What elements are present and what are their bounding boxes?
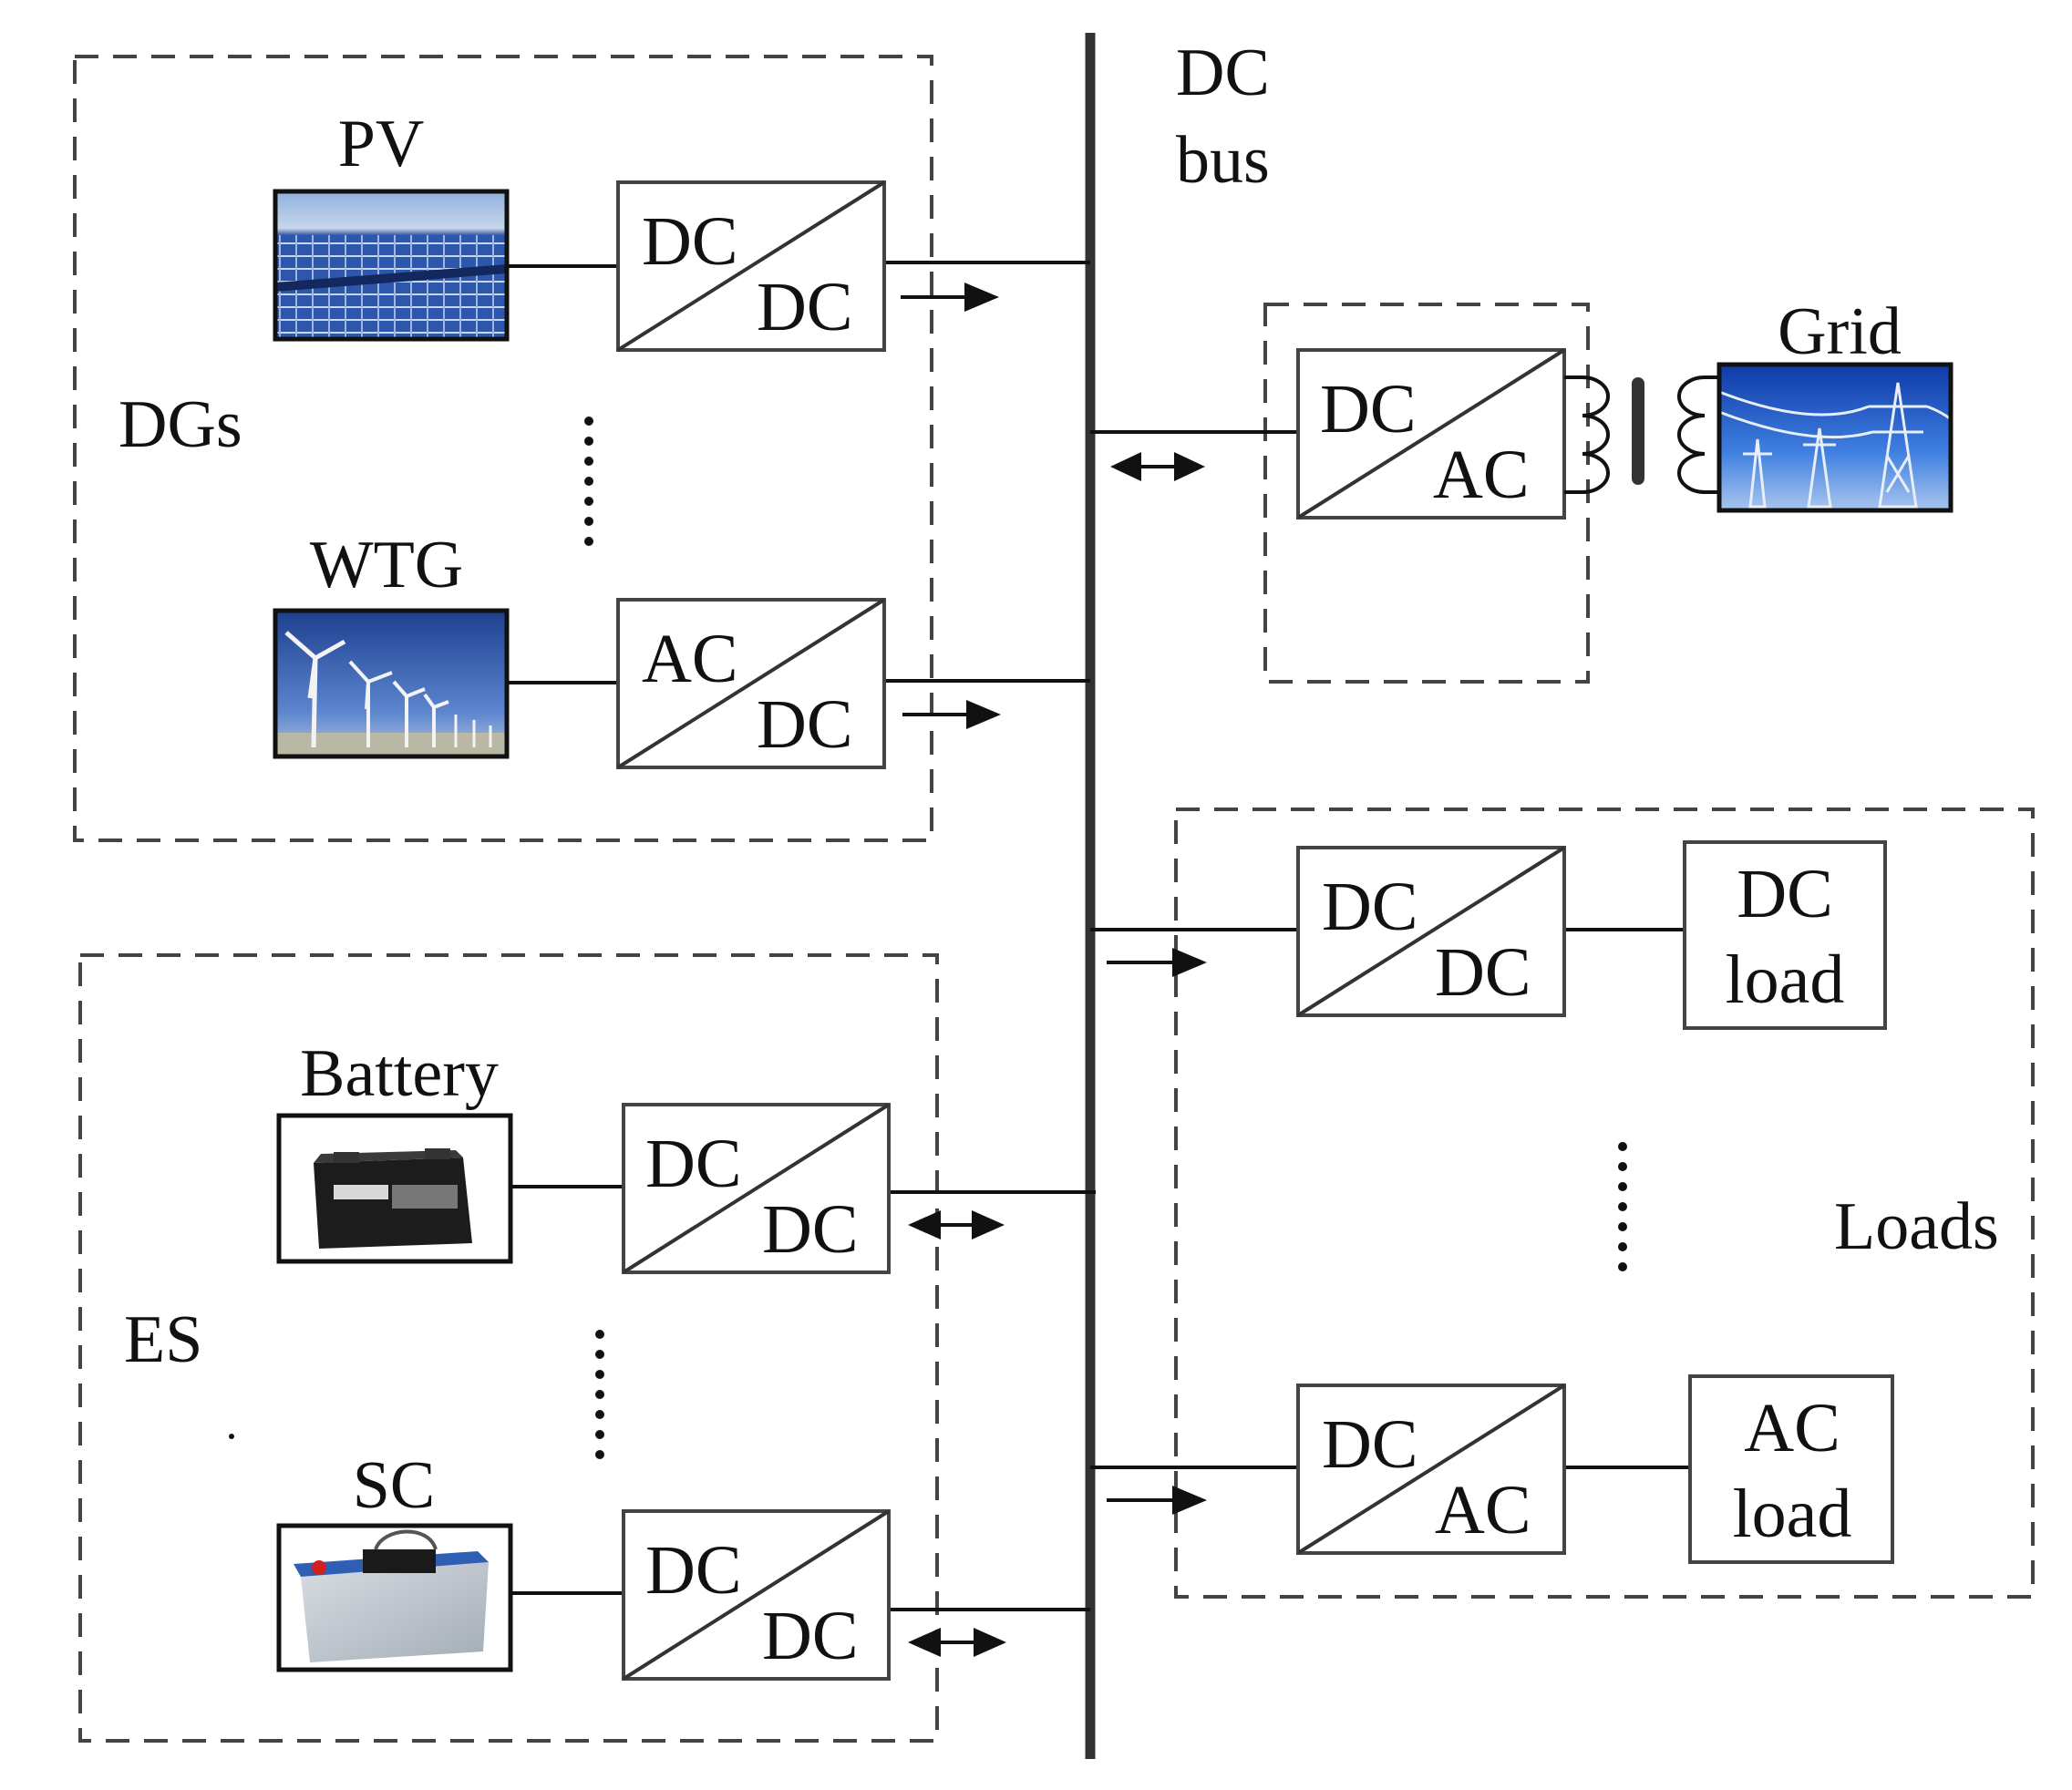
dc-load-converter-bottom: DC: [1435, 934, 1531, 1011]
dc-load-box: DC load: [1683, 840, 1887, 1030]
dgs-ellipsis: [584, 417, 593, 546]
solar-panel-photo-icon: [273, 189, 510, 342]
dc-load-converter-top: DC: [1322, 869, 1418, 945]
wtg-converter-top: AC: [642, 621, 738, 697]
wind-turbine-photo-icon: [273, 608, 510, 759]
ac-load-line2: load: [1733, 1476, 1852, 1552]
wtg-converter: AC DC: [616, 598, 886, 769]
battery-converter: DC DC: [622, 1103, 891, 1274]
pv-converter-bottom: DC: [757, 269, 853, 345]
transformer-icon: [1564, 375, 1719, 494]
loads-group-frame: [1174, 808, 2035, 1599]
grid-converter-top: DC: [1320, 371, 1417, 448]
sc-bidirectional-arrow: [908, 1628, 1006, 1657]
grid-converter-bottom: AC: [1433, 437, 1530, 513]
grid-label: Grid: [1778, 294, 1902, 369]
battery-converter-top: DC: [645, 1126, 742, 1202]
battery-converter-bottom: DC: [762, 1191, 859, 1268]
battery-photo-icon: [276, 1113, 513, 1264]
supercapacitor-photo-icon: [276, 1523, 513, 1672]
ac-load-box: AC load: [1688, 1374, 1894, 1564]
transmission-tower-photo-icon: [1716, 362, 1953, 513]
pv-label: PV: [338, 107, 425, 181]
sc-converter: DC DC: [622, 1509, 891, 1681]
dc-load-converter: DC DC: [1296, 846, 1566, 1017]
battery-bidirectional-arrow: [908, 1210, 1005, 1240]
wtg-power-arrow: [902, 700, 1001, 729]
ac-load-line1: AC: [1744, 1390, 1840, 1466]
stray-dot: [229, 1434, 234, 1439]
wtg-converter-bottom: DC: [757, 686, 853, 763]
sc-label: SC: [353, 1448, 436, 1523]
pv-converter-top: DC: [642, 203, 738, 280]
es-group-frame: [78, 953, 939, 1743]
battery-label: Battery: [300, 1036, 499, 1111]
sc-converter-top: DC: [645, 1532, 742, 1609]
pv-converter: DC DC: [616, 180, 886, 352]
ac-load-converter-top: DC: [1322, 1406, 1418, 1483]
dgs-label: DGs: [119, 387, 242, 462]
ac-load-power-arrow: [1107, 1486, 1207, 1515]
ac-load-converter: DC AC: [1296, 1384, 1566, 1555]
loads-label: Loads: [1834, 1189, 1999, 1264]
dc-load-line1: DC: [1737, 856, 1833, 932]
es-label: ES: [124, 1302, 202, 1377]
sc-converter-bottom: DC: [762, 1598, 859, 1674]
grid-converter: DC AC: [1296, 348, 1566, 520]
ac-load-converter-bottom: AC: [1435, 1472, 1531, 1548]
loads-ellipsis: [1618, 1142, 1627, 1271]
es-ellipsis: [595, 1330, 604, 1459]
dc-bus-label-line2: bus: [1176, 123, 1270, 198]
dc-bus-label-line1: DC: [1176, 36, 1270, 110]
wtg-label: WTG: [310, 528, 464, 602]
dc-load-power-arrow: [1107, 948, 1207, 977]
dgs-group-frame: [73, 55, 933, 842]
pv-power-arrow: [901, 283, 999, 312]
grid-bidirectional-arrow: [1110, 452, 1205, 481]
dc-load-line2: load: [1726, 941, 1845, 1018]
